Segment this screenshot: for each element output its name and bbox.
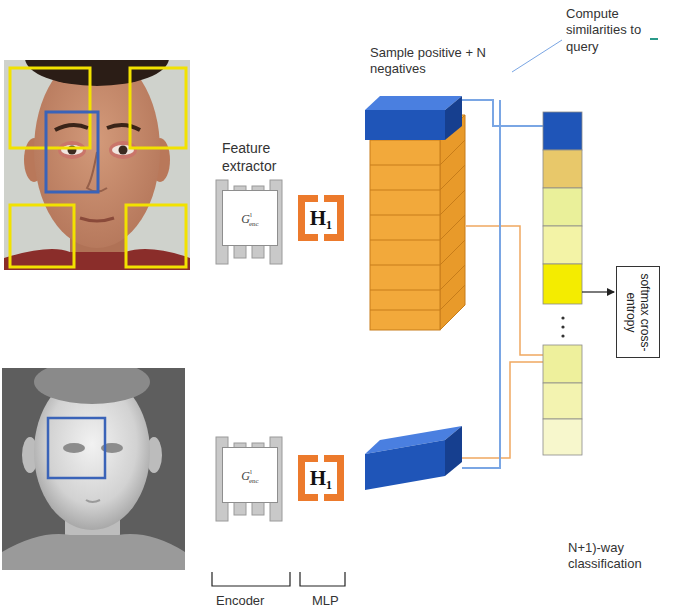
encoder-block: Glenc [222,190,278,246]
node-label: G [241,469,250,483]
mlp-head: H₁ [298,455,344,501]
mlp-head: H₁ [298,195,344,241]
label-group: H₁ [310,206,333,231]
annotation: N+1)-way classification [568,540,672,573]
annotation: Compute similarities to query [566,6,670,55]
encoder-bracket [212,572,290,586]
similarity-column [543,112,582,455]
node-label: H₁ [310,206,333,230]
encoder-block: Glenc [222,447,278,503]
node-label: softmax cross-entropy [624,270,653,354]
leader-line [512,40,562,72]
node-label: enc [249,220,259,228]
positive-feature [365,96,462,140]
query-feature [365,426,462,490]
thermal-photo [2,368,185,570]
face-photo [4,60,190,270]
node-label: l [250,211,252,219]
label-group: Glenc [241,466,258,485]
node-label: H₁ [310,466,333,490]
rotated-text: softmax cross-entropy [624,270,653,354]
node-label: enc [249,477,259,485]
negatives-block [370,115,465,330]
mark [650,38,658,40]
node-label: l [250,468,252,476]
label-group: H₁ [310,466,333,491]
label-group: Glenc [241,209,258,228]
section-title: Feature extractor [222,140,302,175]
arrow [582,291,614,292]
encoder-layers [216,437,282,521]
bracket-label: MLP [312,593,362,609]
node-label: G [241,212,250,226]
bracket-label: Encoder [216,593,286,609]
similarity-lines [462,100,543,468]
mlp-bracket [300,572,345,586]
encoder-layers [216,180,282,264]
loss-box: softmax cross-entropy [616,266,660,358]
ellipsis-dots [561,316,564,337]
annotation: Sample positive + N negatives [370,45,504,78]
